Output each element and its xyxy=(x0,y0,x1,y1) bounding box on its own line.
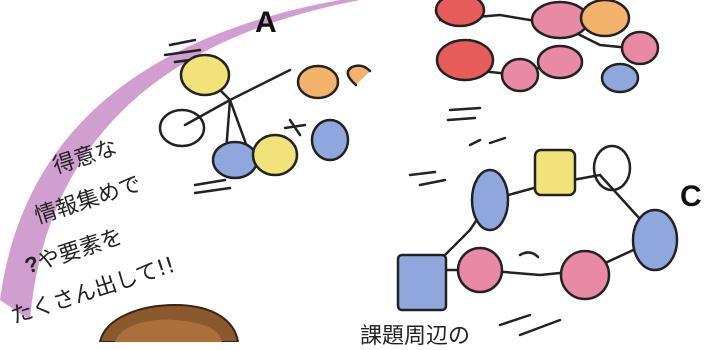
bottom-caption: 課題周辺の xyxy=(360,324,471,349)
illustration-canvas xyxy=(0,0,679,342)
diagram-label-a: A xyxy=(255,6,277,39)
person-head xyxy=(98,303,240,342)
diagram-b xyxy=(434,0,660,122)
decorative-arc xyxy=(0,0,360,320)
diagram-a xyxy=(158,38,372,195)
diagram-label-c: C xyxy=(680,180,702,213)
diagram-c xyxy=(396,136,679,337)
